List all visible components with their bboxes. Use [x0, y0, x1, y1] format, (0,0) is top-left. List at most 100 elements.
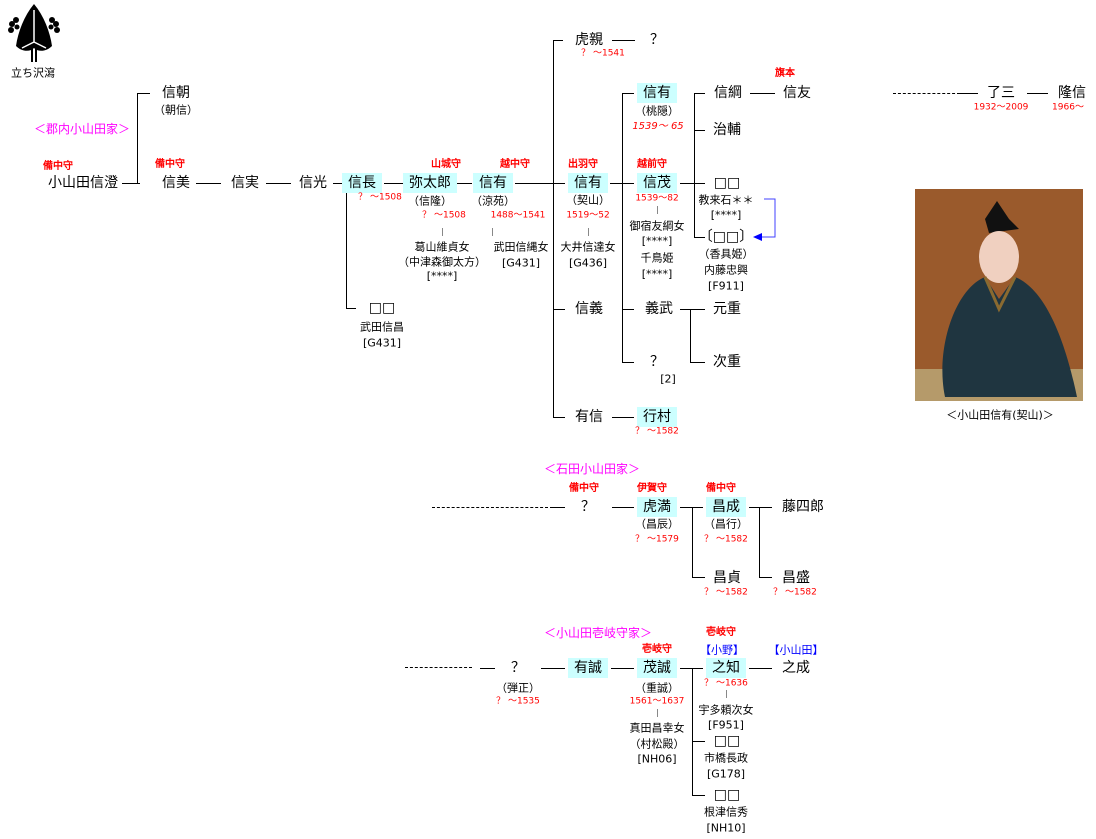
person-name: ？ — [581, 499, 595, 515]
person-name: 信有 — [568, 173, 608, 193]
alias: （昌行） — [704, 517, 748, 531]
person-name: ？ — [650, 354, 664, 370]
dotted-lineage-line — [432, 507, 548, 508]
spouse: 大井信達女 — [560, 240, 616, 254]
connector-line — [1027, 93, 1048, 94]
connector-line — [692, 668, 693, 795]
marriage-tick — [657, 709, 658, 717]
portrait-image — [915, 189, 1083, 401]
connector-line — [122, 183, 140, 184]
house-label: ＜郡内小山田家＞ — [33, 122, 131, 136]
spouse: 御宿友綱女 — [629, 219, 685, 233]
person-name: 藤四郎 — [782, 499, 824, 515]
spouse: 根津信秀 — [704, 805, 748, 819]
title-label: 備中守 — [155, 159, 185, 170]
person-name: 次重 — [713, 354, 741, 370]
connector-line — [454, 183, 472, 184]
alias: （朝信） — [154, 103, 198, 117]
marriage-tick — [726, 690, 727, 698]
dotted-lineage-line — [893, 93, 960, 94]
sawaguri-crest-icon — [8, 4, 60, 62]
person-name: 有信 — [575, 409, 603, 425]
connector-line — [550, 507, 565, 508]
person-name: 茂誠 — [637, 658, 677, 678]
connector-line — [137, 93, 150, 94]
connector-line — [680, 507, 703, 508]
person-name: □□ — [713, 175, 741, 191]
connector-line — [694, 237, 705, 238]
spouse: 葛山維貞女 — [414, 240, 470, 254]
connector-line — [266, 183, 291, 184]
person-name: 義武 — [645, 301, 673, 317]
title-label: 越中守 — [500, 159, 530, 170]
code: [****] — [641, 234, 673, 248]
person-name: 信友 — [783, 85, 811, 101]
spouse: 真田昌幸女 — [629, 721, 685, 735]
code: [G178] — [706, 767, 746, 781]
dates: ？ ～1636 — [704, 678, 748, 689]
dates: ？ ～1541 — [581, 48, 625, 59]
person-name: 虎満 — [637, 497, 677, 517]
alias: （昌辰） — [635, 517, 679, 531]
person-name: 信義 — [575, 301, 603, 317]
person-name: 昌貞 — [713, 570, 741, 586]
connector-line — [346, 308, 356, 309]
person-name: 了三 — [987, 85, 1015, 101]
title-label: 越前守 — [637, 159, 667, 170]
alias: （信隆） — [408, 194, 452, 208]
connector-line — [553, 40, 554, 417]
connector-line — [690, 362, 705, 363]
person-name: 信美 — [162, 175, 190, 191]
house-label: ＜石田小山田家＞ — [543, 462, 641, 476]
person-name: 虎親 — [575, 32, 603, 48]
dates: ？ ～1582 — [704, 534, 748, 545]
connector-line — [612, 507, 634, 508]
title-label: 壱岐守 — [706, 627, 736, 638]
spouse: 千鳥姫 — [640, 251, 674, 265]
note: [2] — [660, 372, 676, 386]
spouse: 武田信縄女 — [493, 240, 549, 254]
connector-line — [541, 668, 565, 669]
connector-line — [694, 93, 695, 237]
person-name: 昌盛 — [782, 570, 810, 586]
connector-line — [759, 507, 760, 577]
code: [G431] — [362, 336, 402, 350]
crest-caption: 立ち沢瀉 — [11, 66, 55, 80]
dates: 1932～2009 — [973, 102, 1029, 113]
code: [NH10] — [706, 821, 746, 835]
marriage-tick — [657, 206, 658, 214]
person-name: 治輔 — [713, 122, 741, 138]
dates: ？ ～1508 — [358, 192, 402, 203]
arrow-head-icon — [753, 233, 762, 241]
title-label: 出羽守 — [568, 159, 598, 170]
code: [F951] — [708, 718, 744, 732]
connector-line — [692, 577, 705, 578]
person-name: 信長 — [342, 173, 382, 193]
surname-label: 【小野】 — [700, 643, 744, 657]
connector-line — [515, 183, 565, 184]
spouse: 宇多頼次女 — [698, 703, 754, 717]
code: [G431] — [501, 256, 541, 270]
surname-label: 【小山田】 — [768, 643, 824, 657]
person-name: 信綱 — [714, 85, 742, 101]
code: [F911] — [708, 279, 744, 293]
title-label: 伊賀守 — [637, 483, 667, 494]
spouse: 市橋長政 — [704, 751, 748, 765]
dates: 1488～1541 — [490, 210, 546, 221]
person-name: 〔□□〕 — [698, 229, 754, 245]
connector-line — [694, 93, 705, 94]
person-name: 信有 — [637, 83, 677, 103]
connector-line — [960, 93, 978, 94]
dates: 1561～1637 — [629, 696, 685, 707]
alias: （桃隠） — [635, 104, 679, 118]
connector-line — [612, 417, 634, 418]
dates: ？ ～1582 — [773, 587, 817, 598]
connector-line — [622, 93, 623, 362]
connector-line — [346, 183, 347, 308]
person-name: 昌成 — [706, 497, 746, 517]
connector-line — [553, 40, 563, 41]
person-name: ？ — [511, 660, 525, 676]
connector-line — [622, 93, 634, 94]
title-label: 備中守 — [569, 483, 599, 494]
